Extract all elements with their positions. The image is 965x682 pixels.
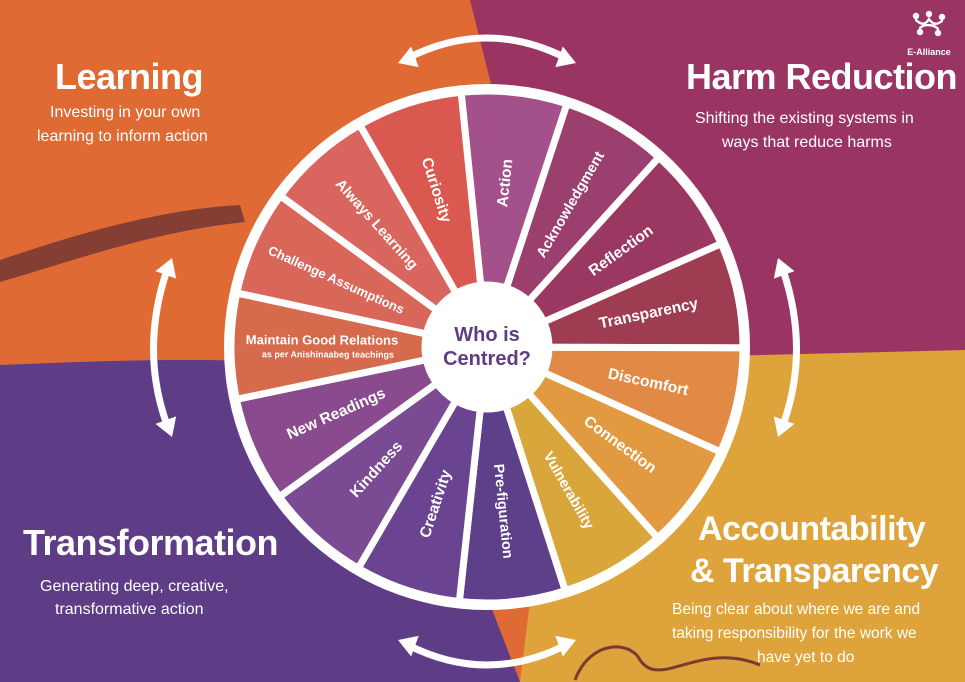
segment-transparency (540, 240, 747, 352)
learning-title: Learning (55, 56, 204, 97)
transformation-description-line-1: Generating deep, creative, (40, 578, 229, 595)
segment-vulnerability (502, 389, 662, 595)
learning-description-line-1: Investing in your own (50, 104, 201, 121)
segment-sublabel-maintain-good-relations: as per Anishinaabeg teachings (262, 349, 394, 359)
segment-creativity (354, 397, 484, 606)
transformation-title: Transformation (23, 522, 279, 563)
segment-new-readings (232, 356, 441, 501)
accountability-title-line-1: Accountability (698, 510, 926, 548)
segment-label-action: Action (494, 158, 516, 208)
segment-always-learning (276, 121, 460, 314)
segment-label-group-action: Action (494, 158, 516, 208)
bottom-cycle-arrow (398, 635, 576, 669)
cycle-arrows (150, 34, 800, 669)
harm-reduction-title: Harm Reduction (686, 56, 958, 97)
segment-maintain-good-relations (227, 289, 430, 403)
segment-label-maintain-good-relations: Maintain Good Relations (246, 332, 398, 348)
left-cycle-arrow (150, 258, 177, 437)
top-cycle-arrow (398, 34, 576, 68)
center-text-line-2: Centred? (443, 348, 531, 370)
accountability-description-line-1: Being clear about where we are and (672, 601, 921, 618)
e-alliance-logo: E-Alliance (905, 10, 953, 57)
brown-squiggle (573, 645, 761, 681)
harm-reduction-description-line-1: Shifting the existing systems in (695, 110, 914, 127)
accountability-description-line-2: taking responsibility for the work we (672, 625, 917, 642)
center-text-line-1: Who is (454, 324, 520, 346)
segment-challenge-assumptions (233, 192, 441, 338)
segment-acknowledgment (502, 100, 663, 305)
segment-action (457, 87, 571, 292)
segment-connection (524, 368, 725, 542)
segment-pre-figuration (455, 402, 569, 607)
segment-kindness (275, 379, 460, 572)
logo-text: E-Alliance (907, 47, 951, 57)
center-circle (431, 291, 543, 403)
right-cycle-arrow (773, 258, 800, 437)
brown-brush-stroke (0, 205, 245, 282)
segment-discomfort (540, 343, 747, 456)
accountability-description-line-3: have yet to do (757, 649, 855, 666)
segment-reflection (525, 153, 725, 326)
harm-reduction-description-line-2: ways that reduce harms (722, 134, 892, 151)
segment-curiosity (356, 88, 485, 297)
accountability-title-line-2: & Transparency (690, 552, 939, 590)
transformation-description-line-2: transformative action (55, 601, 204, 618)
learning-description-line-2: learning to inform action (37, 128, 208, 145)
logo-figures-icon (912, 10, 946, 37)
